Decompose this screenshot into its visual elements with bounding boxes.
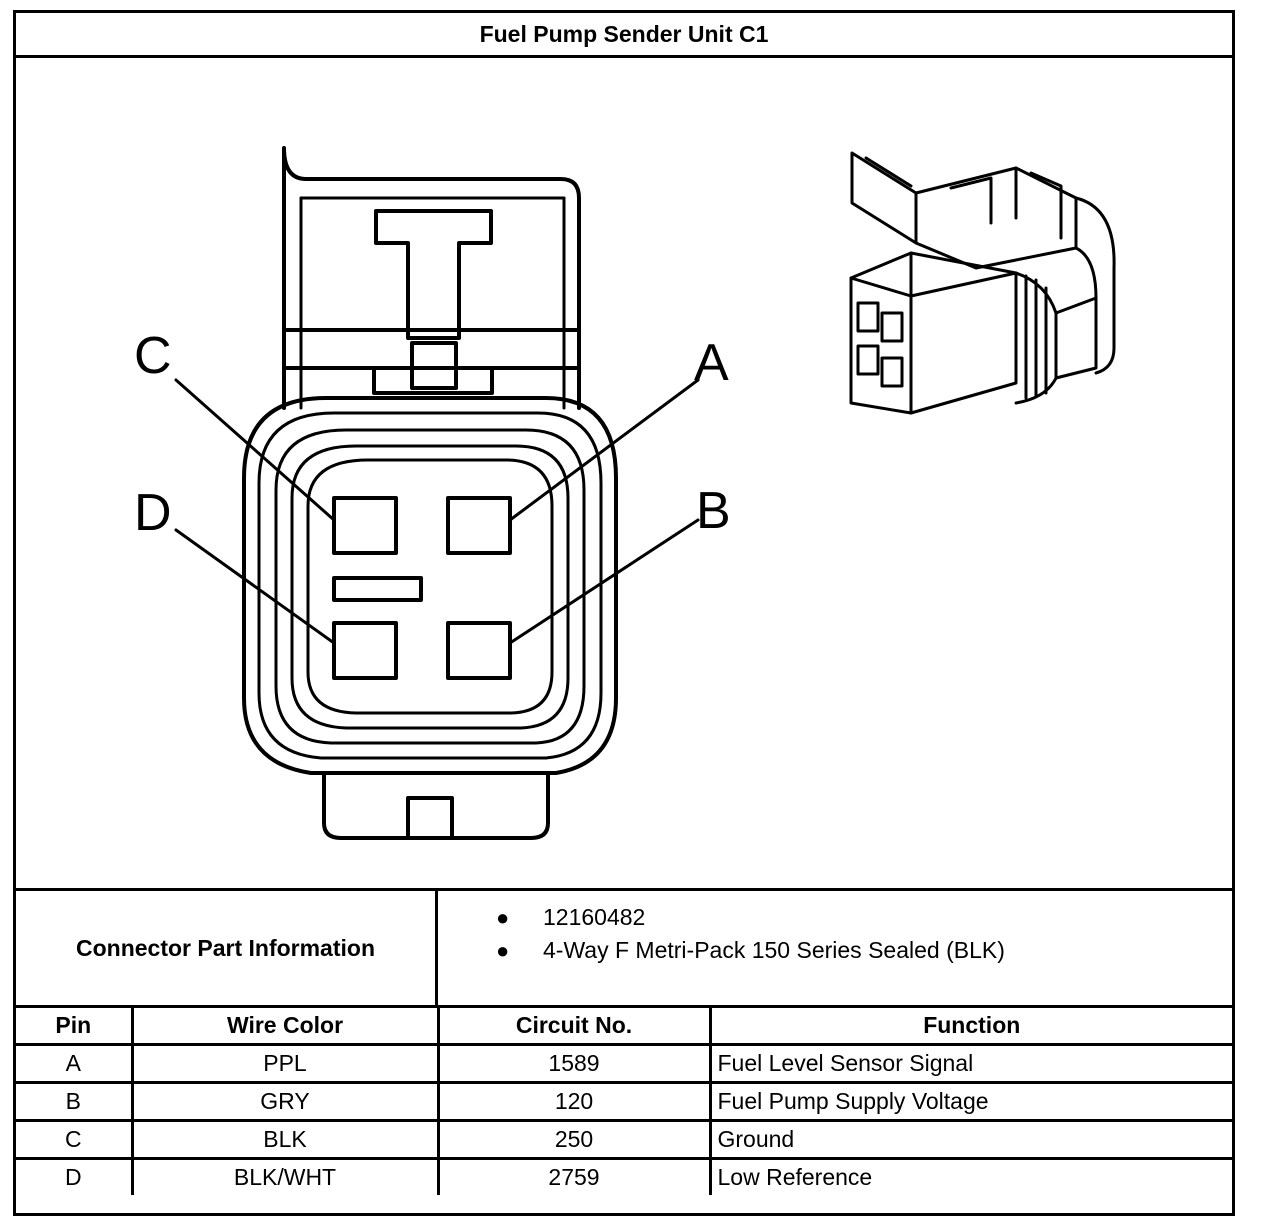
info-label: Connector Part Information [16,891,438,1005]
cell-pin: A [16,1043,134,1084]
table-row: B GRY 120 Fuel Pump Supply Voltage [16,1081,1232,1122]
connector-description: 4-Way F Metri-Pack 150 Series Sealed (BL… [543,937,1005,963]
connector-sheet: Fuel Pump Sender Unit C1 [13,10,1235,1216]
connector-figure: C A D B [16,58,1232,888]
page-title: Fuel Pump Sender Unit C1 [16,13,1232,58]
connector-part-information: Connector Part Information ● 12160482 ● … [16,888,1232,1008]
bullet-icon: ● [496,905,510,930]
header-wire-color: Wire Color [130,1008,440,1046]
leader-c [174,378,336,522]
header-function: Function [708,1008,1232,1046]
bullet-icon: ● [496,938,510,963]
cell-wire-color: PPL [130,1043,440,1084]
cell-pin: B [16,1081,134,1122]
connector-body [242,396,618,840]
cell-pin: D [16,1157,134,1195]
cell-wire-color: GRY [130,1081,440,1122]
header-circuit-no: Circuit No. [436,1008,712,1046]
pin-label-a: A [694,334,729,392]
table-row: A PPL 1589 Fuel Level Sensor Signal [16,1043,1232,1084]
connector-latch [282,146,581,410]
cell-circuit-no: 250 [436,1119,712,1160]
cell-wire-color: BLK/WHT [130,1157,440,1195]
cell-pin: C [16,1119,134,1160]
leader-a [508,378,700,522]
table-row: C BLK 250 Ground [16,1119,1232,1160]
pin-label-c: C [134,327,172,385]
polarization-key [332,576,423,602]
part-number: 12160482 [543,904,646,930]
cell-circuit-no: 120 [436,1081,712,1122]
table-row: D BLK/WHT 2759 Low Reference [16,1157,1232,1195]
pin-label-b: B [696,482,731,540]
pin-table: Pin Wire Color Circuit No. Function A PP… [16,1008,1232,1195]
cell-wire-color: BLK [130,1119,440,1160]
cell-circuit-no: 1589 [436,1043,712,1084]
connector-drawing: C A D B [134,146,1116,840]
header-pin: Pin [16,1008,134,1046]
info-list: ● 12160482 ● 4-Way F Metri-Pack 150 Seri… [438,891,1232,1015]
info-item: ● 12160482 [438,901,1232,934]
cavity-a [446,496,512,555]
cell-circuit-no: 2759 [436,1157,712,1195]
leader-d [174,528,336,645]
info-item: ● 4-Way F Metri-Pack 150 Series Sealed (… [438,934,1232,967]
connector-isometric-view [849,151,1116,415]
pin-cavities [332,496,512,680]
cell-function: Fuel Pump Supply Voltage [708,1081,1232,1122]
cavity-d [332,621,398,680]
cell-function: Fuel Level Sensor Signal [708,1043,1232,1084]
leader-lines [174,378,700,645]
cell-function: Ground [708,1119,1232,1160]
cell-function: Low Reference [708,1157,1232,1195]
cavity-b [446,621,512,680]
table-header-row: Pin Wire Color Circuit No. Function [16,1008,1232,1046]
pin-label-d: D [134,484,172,542]
cavity-c [332,496,398,555]
leader-b [508,518,700,645]
